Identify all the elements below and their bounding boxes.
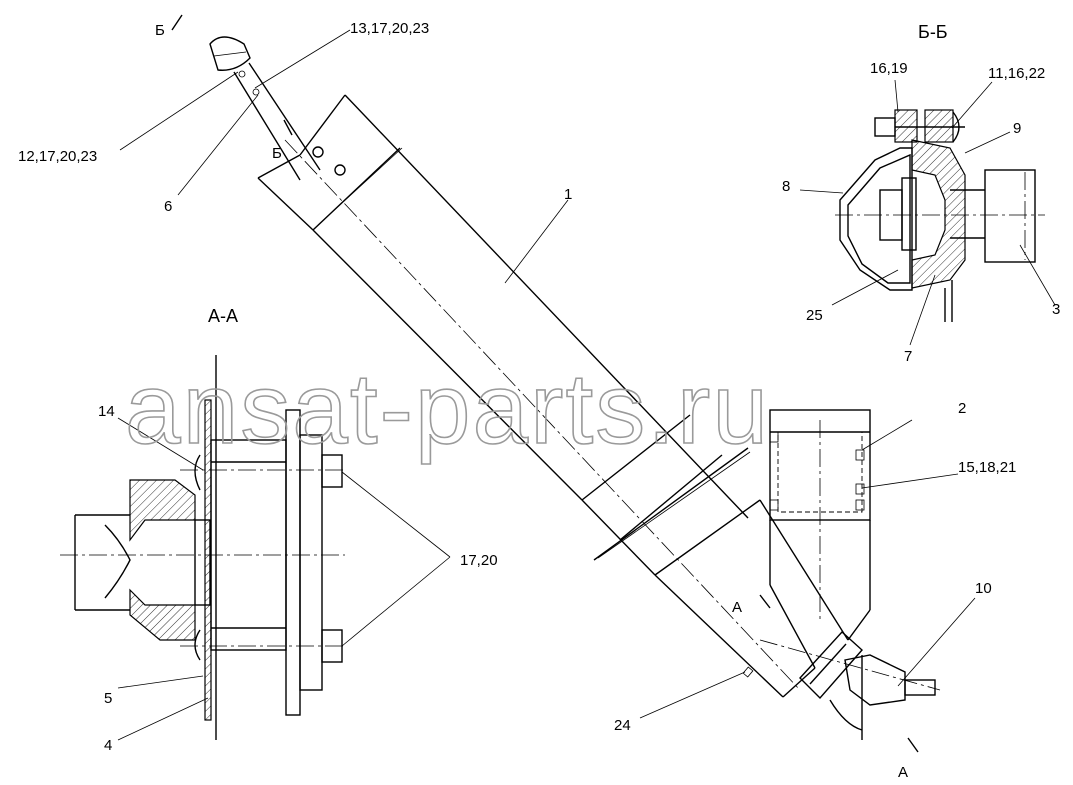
leader-lines xyxy=(117,29,1056,741)
section-bb-title: Б-Б xyxy=(918,22,948,42)
cut-marks xyxy=(171,14,919,753)
callout-16-19: 16,19 xyxy=(870,60,908,77)
callout-24: 24 xyxy=(614,717,631,734)
watermark-text: ansat-parts.ru xyxy=(125,353,770,465)
callout-4: 4 xyxy=(104,737,112,754)
cut-mark-a-upper: А xyxy=(732,599,742,616)
main-tube-assembly xyxy=(171,14,941,753)
callout-7: 7 xyxy=(904,348,912,365)
callout-10: 10 xyxy=(975,580,992,597)
callout-8: 8 xyxy=(782,178,790,195)
callout-9: 9 xyxy=(1013,120,1021,137)
callout-2: 2 xyxy=(958,400,966,417)
lower-flange-motor xyxy=(759,631,941,740)
section-aa-title: А-А xyxy=(208,306,238,326)
callout-1: 1 xyxy=(564,186,572,203)
callout-6: 6 xyxy=(164,198,172,215)
callout-11-16-22: 11,16,22 xyxy=(988,65,1045,82)
section-bb-view xyxy=(835,109,1045,322)
callout-25: 25 xyxy=(806,307,823,324)
cut-mark-b-top: Б xyxy=(155,22,165,39)
cut-mark-a-lower: А xyxy=(898,764,908,781)
callout-15-18-21: 15,18,21 xyxy=(958,459,1016,476)
tube-body xyxy=(284,94,849,698)
section-aa-view xyxy=(60,355,345,740)
callout-14: 14 xyxy=(98,403,115,420)
callout-3: 3 xyxy=(1052,301,1060,318)
callout-5: 5 xyxy=(104,690,112,707)
callout-12-17-20-23: 12,17,20,23 xyxy=(18,148,97,165)
callout-17-20: 17,20 xyxy=(460,552,498,569)
upper-rod xyxy=(209,36,346,231)
gear-housing xyxy=(769,409,871,669)
callout-13-17-20-23: 13,17,20,23 xyxy=(350,20,429,37)
cut-mark-b-rod: Б xyxy=(272,145,282,162)
